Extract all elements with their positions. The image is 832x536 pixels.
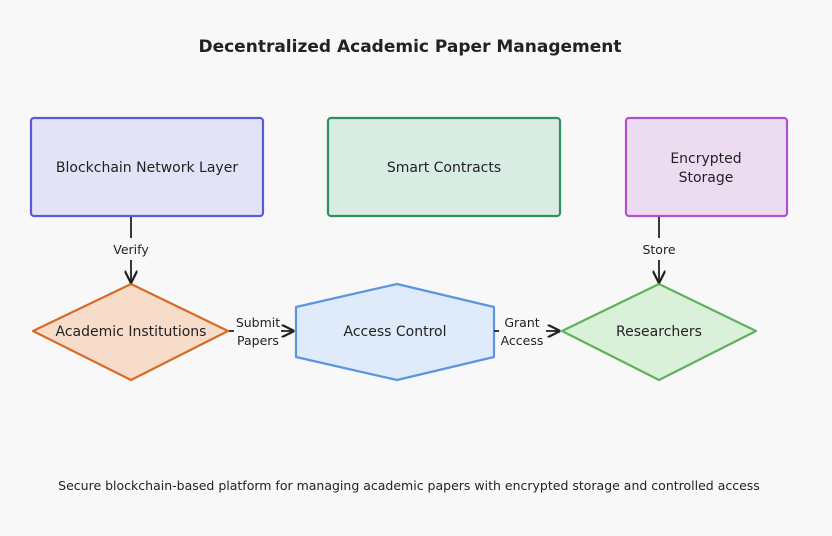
edge-grant-access-label-line2: Access: [501, 333, 544, 348]
edge-submit-papers-label-line1: Submit: [236, 315, 280, 330]
node-blockchain-network-layer: [29, 116, 265, 218]
node-academic-institutions-label: Academic Institutions: [56, 324, 207, 340]
edge-grant-access-label-line1: Grant: [504, 315, 539, 330]
edge-submit-papers-label-line2: Papers: [237, 333, 279, 348]
diagram-caption: Secure blockchain-based platform for man…: [58, 478, 760, 493]
node-encrypted-storage: [624, 116, 789, 218]
node-encrypted-storage-label-line2: Storage: [679, 170, 734, 186]
diagram-title: Decentralized Academic Paper Management: [198, 37, 621, 57]
node-academic-institutions: [31, 282, 230, 382]
edge-verify-label: Verify: [113, 242, 149, 257]
node-smart-contracts-label: Smart Contracts: [387, 160, 501, 176]
node-access-control: [294, 282, 496, 382]
node-blockchain-network-layer-label: Blockchain Network Layer: [56, 160, 238, 176]
node-researchers: [560, 282, 758, 382]
node-access-control-label: Access Control: [344, 324, 447, 340]
edge-store-label: Store: [642, 242, 675, 257]
node-researchers-label: Researchers: [616, 324, 702, 340]
node-smart-contracts: [326, 116, 562, 218]
node-encrypted-storage-label-line1: Encrypted: [670, 151, 741, 167]
